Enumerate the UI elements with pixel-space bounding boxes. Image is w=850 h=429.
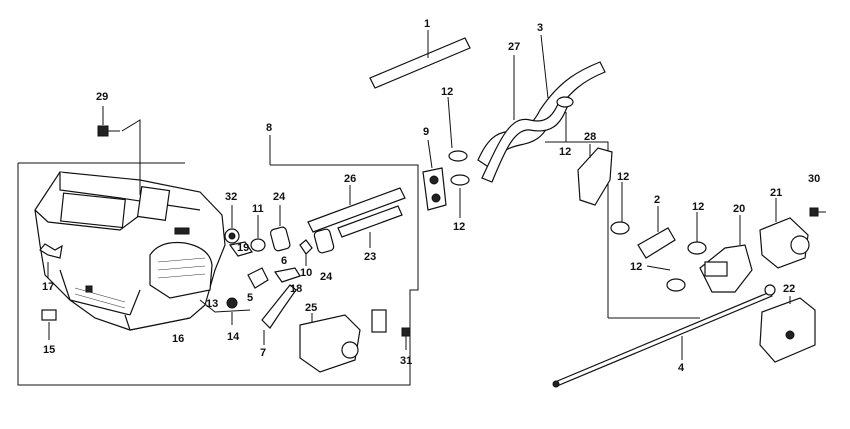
callout-9: 9 bbox=[423, 126, 429, 138]
hose-26 bbox=[307, 187, 406, 233]
actuator-21 bbox=[759, 217, 809, 269]
callout-17: 17 bbox=[42, 281, 54, 293]
callout-11: 11 bbox=[252, 203, 264, 215]
callout-32: 32 bbox=[225, 191, 237, 203]
callout-12b: 12 bbox=[453, 221, 465, 233]
bolt-31 bbox=[401, 327, 411, 337]
hose-24-lower bbox=[313, 228, 335, 254]
hose-24-upper bbox=[269, 226, 291, 252]
callout-24b: 24 bbox=[320, 271, 333, 283]
bolt-30 bbox=[809, 207, 819, 217]
callout-20: 20 bbox=[733, 203, 745, 215]
callout-15: 15 bbox=[43, 344, 55, 356]
clamp-11 bbox=[250, 238, 266, 252]
valve-9 bbox=[422, 167, 447, 211]
arm-5 bbox=[247, 267, 269, 289]
bolt-29 bbox=[97, 106, 141, 195]
callout-2: 2 bbox=[654, 194, 660, 206]
callout-30: 30 bbox=[808, 173, 820, 185]
callout-12a: 12 bbox=[441, 86, 453, 98]
callout-12e: 12 bbox=[692, 201, 704, 213]
callout-6: 6 bbox=[281, 255, 287, 267]
link-6 bbox=[273, 267, 301, 283]
callout-4: 4 bbox=[678, 362, 685, 374]
callout-3: 3 bbox=[537, 22, 543, 34]
callout-5: 5 bbox=[247, 292, 253, 304]
pad-15 bbox=[41, 309, 57, 321]
callout-28: 28 bbox=[584, 131, 596, 143]
hose-2 bbox=[637, 227, 676, 259]
callout-19: 19 bbox=[237, 242, 249, 254]
hose-23 bbox=[337, 205, 403, 238]
control-cable-4 bbox=[554, 291, 773, 387]
callout-26: 26 bbox=[344, 173, 356, 185]
callout-31: 31 bbox=[400, 355, 412, 367]
callout-27: 27 bbox=[508, 41, 520, 53]
callout-12f: 12 bbox=[630, 261, 642, 273]
callout-12c: 12 bbox=[559, 146, 571, 158]
clamp-13 bbox=[226, 297, 238, 309]
callout-21: 21 bbox=[770, 187, 782, 199]
hose-clamps-12 bbox=[447, 96, 707, 292]
clip-17 bbox=[39, 243, 63, 259]
callout-10: 10 bbox=[300, 267, 312, 279]
callout-23: 23 bbox=[364, 251, 376, 263]
callout-25: 25 bbox=[305, 302, 317, 314]
callout-22: 22 bbox=[783, 283, 795, 295]
callout-7: 7 bbox=[260, 347, 266, 359]
callout-24a: 24 bbox=[273, 191, 286, 203]
callout-12d: 12 bbox=[617, 171, 629, 183]
bracket-28 bbox=[577, 147, 613, 206]
callout-8: 8 bbox=[266, 122, 272, 134]
hose-1 bbox=[369, 37, 471, 89]
heater-case bbox=[34, 171, 226, 331]
callout-labels: 1 2 3 4 5 6 7 8 9 10 11 12 12 12 12 12 1… bbox=[42, 18, 820, 374]
callout-29: 29 bbox=[96, 91, 108, 103]
lever-7 bbox=[261, 284, 297, 329]
callout-13: 13 bbox=[206, 298, 218, 310]
clip-10 bbox=[299, 239, 313, 255]
heater-assembly-frame bbox=[17, 135, 419, 386]
callout-1: 1 bbox=[424, 18, 430, 30]
callout-18: 18 bbox=[290, 283, 302, 295]
callout-14: 14 bbox=[227, 331, 240, 343]
bracket-25 bbox=[299, 314, 361, 373]
callout-16: 16 bbox=[172, 333, 184, 345]
bracket-22 bbox=[759, 297, 816, 363]
